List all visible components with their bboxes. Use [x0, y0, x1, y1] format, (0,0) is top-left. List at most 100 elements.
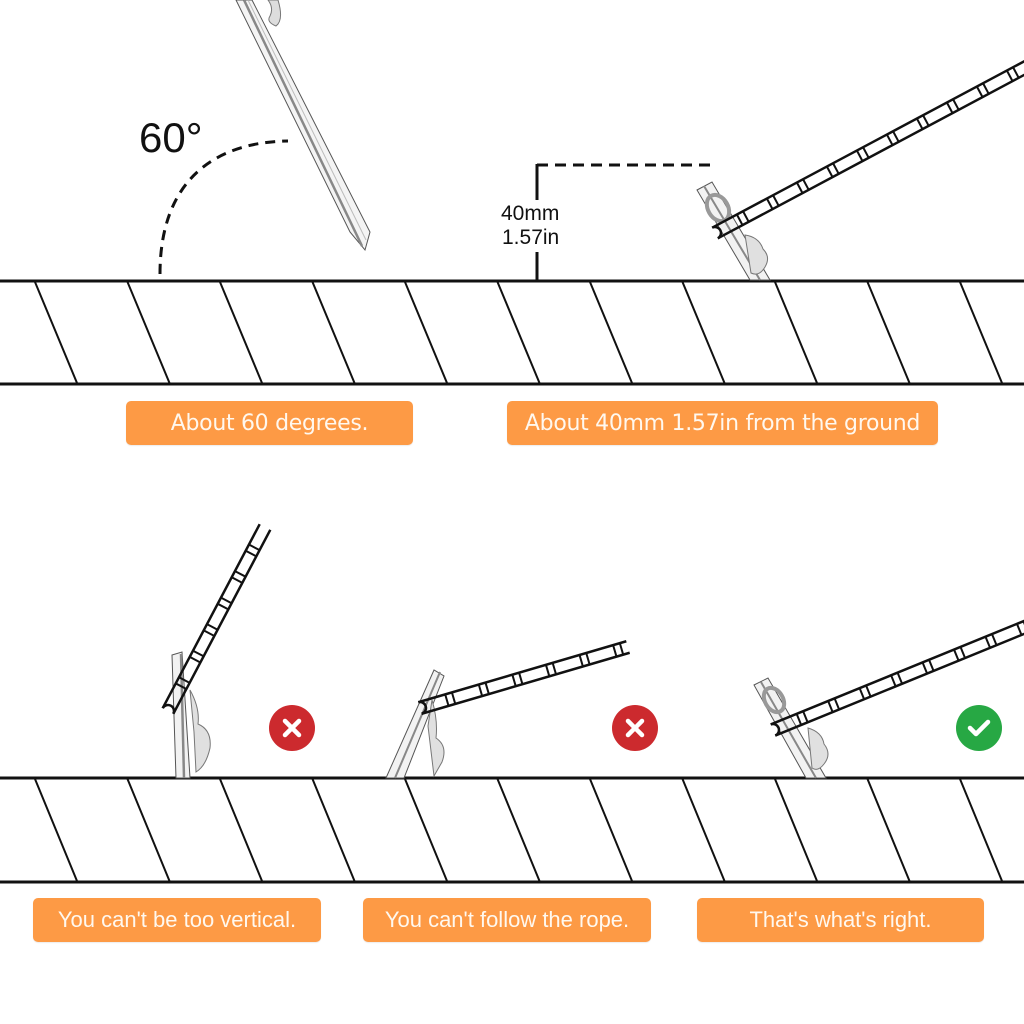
- rope-rung: [1016, 623, 1023, 636]
- rope-end: [770, 722, 781, 737]
- height-marker: [535, 163, 715, 281]
- rope-rung: [984, 636, 991, 649]
- rope-rung: [618, 642, 625, 655]
- rope-rung: [832, 162, 840, 175]
- rope-rung: [982, 82, 990, 95]
- cross-icon: [612, 705, 658, 751]
- angle-label: 60°: [139, 114, 203, 161]
- rope-rung: [892, 130, 900, 143]
- rope-rung: [578, 654, 584, 667]
- ground-hatch-line: [219, 281, 263, 384]
- ground-hatch-line: [866, 281, 911, 384]
- tent-stake-angled: [235, 0, 371, 252]
- rope-rung: [795, 713, 803, 726]
- ground-hatch-line: [496, 281, 541, 384]
- rope-rung: [802, 178, 810, 191]
- rope-end: [417, 700, 428, 715]
- rope-rung: [896, 672, 904, 685]
- ground-hatch-line: [219, 778, 263, 882]
- rope-rung: [484, 682, 490, 695]
- rope-rung: [245, 549, 257, 558]
- rope-rung: [518, 672, 524, 685]
- rope-rung: [189, 656, 201, 664]
- angle-arc: [158, 139, 289, 275]
- rope-rung: [765, 198, 774, 210]
- ground-hatch-line: [959, 281, 1003, 384]
- ground-hatch-line: [496, 778, 541, 882]
- rope-rung: [945, 102, 954, 114]
- rope: [711, 59, 1024, 240]
- rope-end: [161, 703, 176, 715]
- rope-rung: [735, 214, 744, 226]
- rope-rung: [585, 652, 591, 665]
- rope-rung: [862, 146, 870, 159]
- ground-hatch-line: [311, 281, 356, 384]
- ground-hatch-line: [959, 778, 1003, 882]
- ground-hatch-line: [404, 281, 448, 384]
- cross-icon: [269, 705, 315, 751]
- rope-rung: [231, 576, 243, 584]
- rope-rung: [802, 710, 809, 723]
- rope: [417, 640, 631, 715]
- rope-rung: [855, 150, 864, 162]
- rope-rung: [952, 98, 960, 111]
- rope-rung: [959, 646, 966, 659]
- rope-rung: [772, 194, 780, 207]
- ground-hatch-line: [589, 778, 633, 882]
- rope-rung: [865, 685, 872, 697]
- rope-rung: [827, 700, 834, 713]
- rope-rung: [178, 676, 191, 684]
- rope-rung: [991, 633, 998, 646]
- caption-follow-rope: You can't follow the rope.: [363, 898, 651, 942]
- rope-rung: [858, 687, 866, 700]
- rope-rung: [234, 570, 247, 578]
- rope-rung: [922, 114, 930, 127]
- ground-hatch-line: [774, 281, 818, 384]
- rope-rung: [1005, 70, 1014, 82]
- rope-end: [711, 225, 723, 240]
- rope-rung: [544, 664, 551, 677]
- rope-rung: [928, 659, 935, 672]
- ground-top: [0, 279, 1024, 386]
- rope-rung: [477, 684, 484, 697]
- ground-hatch-line: [126, 281, 171, 384]
- rope-rung: [953, 649, 960, 662]
- ground-hatch-line: [34, 778, 78, 882]
- ground-hatch-line: [589, 281, 633, 384]
- tent-stake-correct: [753, 619, 1024, 779]
- rope-rung: [825, 166, 834, 178]
- caption-too-vertical: You can't be too vertical.: [33, 898, 321, 942]
- rope-rung: [551, 662, 557, 675]
- ground-hatch-line: [126, 778, 171, 882]
- ground-hatch-line: [681, 281, 726, 384]
- caption-angle: About 60 degrees.: [126, 401, 413, 445]
- height-label-in: 1.57in: [502, 226, 560, 249]
- rope-rung: [450, 692, 457, 705]
- rope-rung: [975, 86, 984, 98]
- rope-rung: [612, 644, 618, 657]
- caption-height: About 40mm 1.57in from the ground: [507, 401, 938, 445]
- rope-rung: [1012, 66, 1020, 79]
- rope-rung: [915, 118, 924, 130]
- caption-correct: That's what's right.: [697, 898, 984, 942]
- ground-hatch-line: [774, 778, 818, 882]
- ground-bottom: [0, 776, 1024, 884]
- tent-stake-with-rope-correct-top: [696, 59, 1024, 281]
- rope-rung: [742, 210, 750, 223]
- rope-rung: [175, 682, 187, 690]
- ground-hatch-line: [34, 281, 78, 384]
- rope-rung: [833, 697, 841, 710]
- rope-rung: [885, 134, 894, 146]
- rope-rung: [248, 543, 261, 552]
- rope-rung: [192, 649, 205, 658]
- rope-rung: [206, 623, 219, 631]
- rope-rung: [203, 629, 215, 637]
- rope-rung: [220, 596, 233, 605]
- ground-hatch-line: [681, 778, 726, 882]
- rope-rung: [890, 674, 897, 687]
- rope: [161, 523, 272, 715]
- ground-hatch-line: [311, 778, 356, 882]
- ground-hatch-line: [404, 778, 448, 882]
- rope-rung: [795, 182, 804, 194]
